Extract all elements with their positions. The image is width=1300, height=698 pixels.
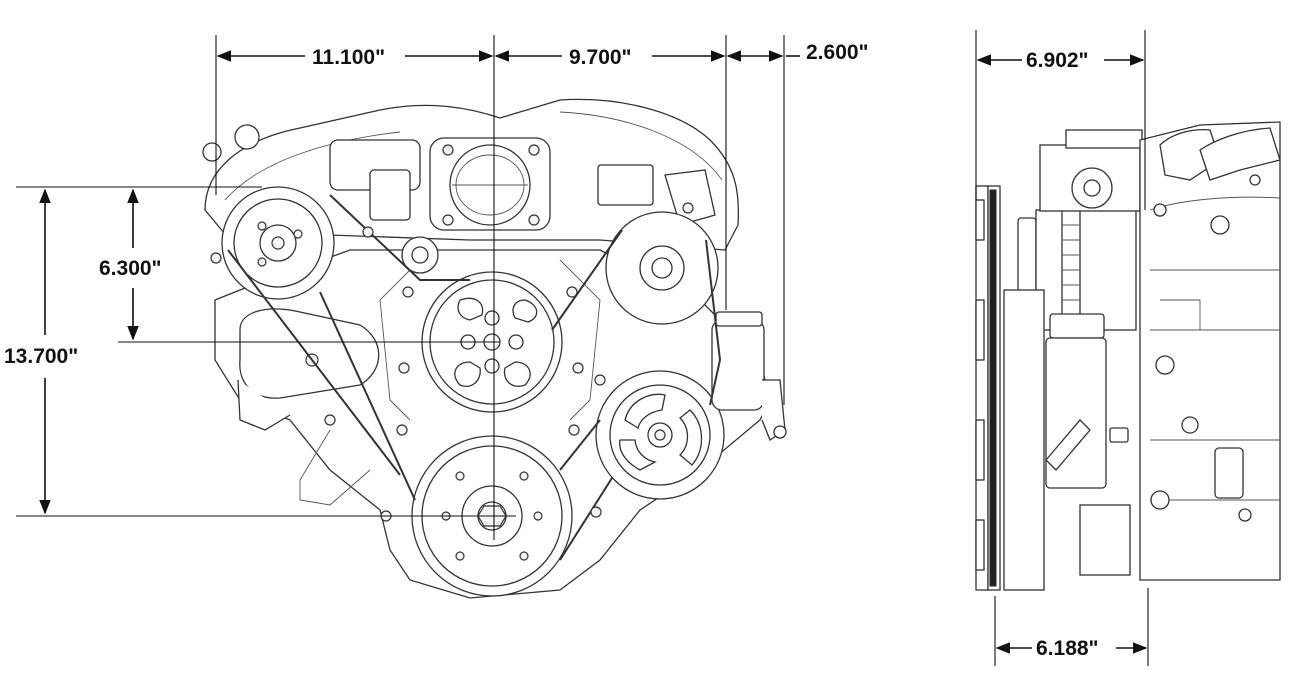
dim-front-width-left: 11.100" xyxy=(312,46,385,69)
dim-height-total: 13.700" xyxy=(4,345,78,368)
dim-front-width-right: 9.700" xyxy=(569,46,632,69)
side-dimension-lines xyxy=(975,30,1149,666)
engine-side-block xyxy=(1139,121,1281,581)
alternator-pulley xyxy=(221,186,335,300)
power-steering-reservoir xyxy=(711,311,787,441)
serpentine-belt xyxy=(227,194,722,561)
belt-tensioner xyxy=(237,308,380,431)
dim-front-width-extra: 2.600" xyxy=(806,41,869,64)
power-steering-pulley xyxy=(595,370,725,500)
front-view-engine xyxy=(202,98,787,599)
side-view-engine xyxy=(975,121,1281,591)
throttle-body xyxy=(429,137,551,231)
dim-side-width-bottom: 6.188" xyxy=(1036,637,1099,660)
dim-height-upper: 6.300" xyxy=(99,257,162,280)
upper-right-pulley xyxy=(605,211,719,325)
bolts xyxy=(210,202,694,522)
front-dimension-lines xyxy=(16,35,800,540)
dim-side-width-top: 6.902" xyxy=(1026,49,1089,72)
